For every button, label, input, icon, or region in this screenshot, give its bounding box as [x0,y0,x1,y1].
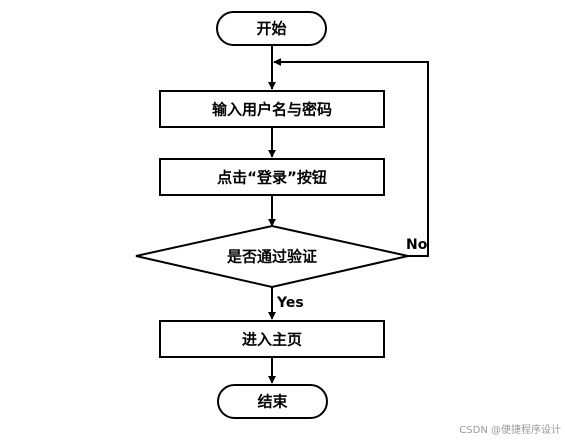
node-check: 是否通过验证 [135,224,409,289]
node-click-label: 点击“登录”按钮 [217,169,327,187]
node-enter: 进入主页 [159,320,385,358]
watermark: CSDN @便捷程序设计 [459,423,561,436]
node-input-label: 输入用户名与密码 [212,101,332,119]
edge-label-no: No [406,237,428,253]
node-start-label: 开始 [256,20,286,38]
node-check-label: 是否通过验证 [226,248,317,266]
node-end-label: 结束 [257,393,288,411]
arrow-check-loop-no [273,58,429,257]
edge-label-yes: Yes [276,295,304,311]
node-click: 点击“登录”按钮 [159,158,385,196]
node-start: 开始 [216,11,327,46]
node-end: 结束 [217,384,328,419]
node-input: 输入用户名与密码 [159,90,385,128]
node-enter-label: 进入主页 [242,331,302,349]
